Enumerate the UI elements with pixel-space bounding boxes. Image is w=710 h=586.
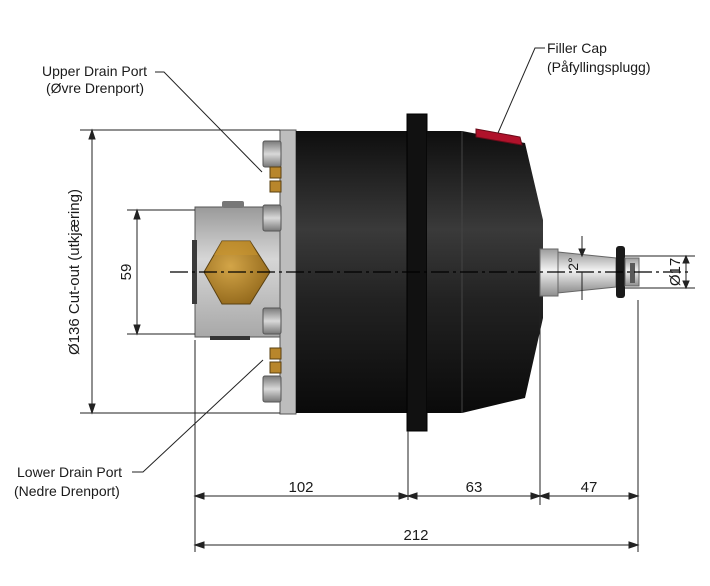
flange-bolts	[262, 140, 282, 403]
lower-drain-callout: Lower Drain Port (Nedre Drenport)	[14, 464, 122, 499]
upper-drain-label: Upper Drain Port	[42, 63, 147, 79]
lower-drain-port-icon	[269, 347, 282, 374]
filler-cap-label-no: (Påfyllingsplugg)	[547, 59, 651, 75]
upper-drain-callout: Upper Drain Port (Øvre Drenport)	[42, 63, 147, 96]
mount-height-dimension-label: 59	[118, 264, 135, 281]
taper-dimension-label: 2°	[565, 257, 581, 270]
upper-drain-port-icon	[269, 166, 282, 193]
segment-c-dimension-label: 47	[581, 479, 598, 496]
upper-drain-label-no: (Øvre Drenport)	[46, 80, 144, 96]
filler-cap-callout: Filler Cap (Påfyllingsplugg)	[547, 40, 651, 75]
leader-lines	[132, 47, 545, 473]
shaft-diameter-dimension-label: Ø17	[667, 258, 684, 286]
filler-cap-icon	[475, 128, 523, 146]
cutout-dimension-label: Ø136 Cut-out (utkjæring)	[66, 189, 83, 355]
lower-drain-label: Lower Drain Port	[17, 464, 122, 480]
lower-drain-label-no: (Nedre Drenport)	[14, 483, 120, 499]
dimension-geometry	[80, 128, 695, 552]
segment-a-dimension-label: 102	[288, 479, 313, 496]
pump-assembly	[170, 113, 690, 432]
total-length-dimension-label: 212	[403, 527, 428, 544]
filler-cap-label: Filler Cap	[547, 40, 607, 56]
segment-b-dimension-label: 63	[466, 479, 483, 496]
